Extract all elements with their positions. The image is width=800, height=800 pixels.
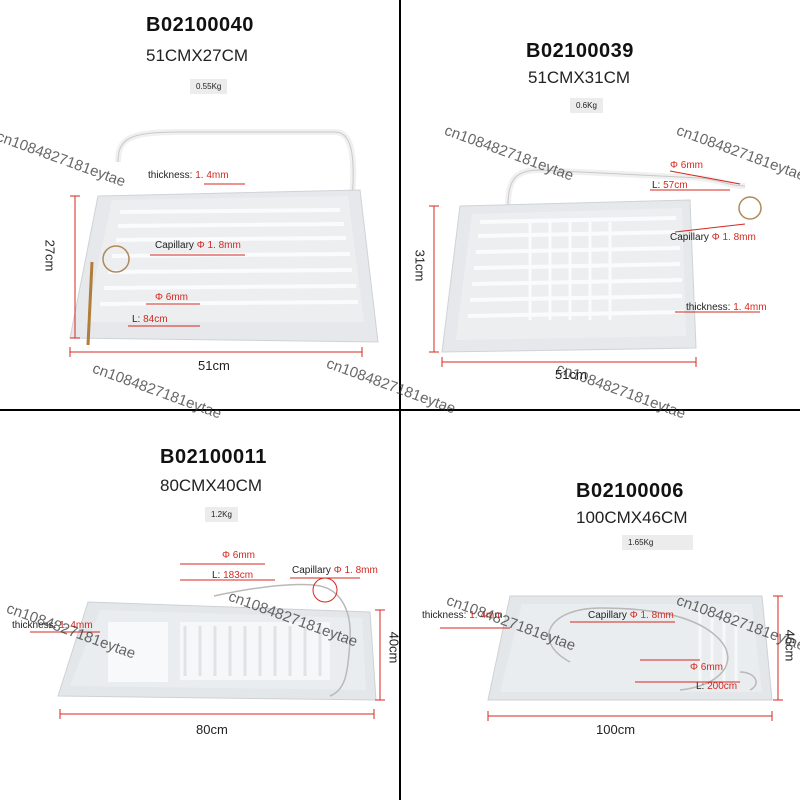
product-size: 100CMX46CM (576, 508, 688, 527)
height-dimension: 40cm (386, 631, 400, 664)
weight-badge: 0.6Kg (570, 98, 603, 113)
evaporator-plate-image-4 (440, 595, 783, 721)
width-dimension: 80cm (196, 722, 228, 737)
width-dimension: 100cm (596, 722, 636, 737)
evaporator-plate-image-3 (30, 563, 385, 719)
thickness-label: thickness: 1. 4mm (12, 620, 93, 631)
product-size: 80CMX40CM (160, 476, 263, 495)
pipe-diameter-label: Φ 6mm (690, 662, 723, 673)
evaporator-plate-image-2 (429, 166, 762, 367)
pipe-diameter-label: Φ 6mm (222, 550, 255, 561)
thickness-label: thickness: 1. 4mm (422, 610, 503, 621)
pipe-diameter-label: Φ 6mm (670, 160, 703, 171)
length-label: L: 183cm (212, 570, 254, 581)
product-size: 51CMX27CM (146, 46, 249, 65)
capillary-label: Capillary Φ 1. 8mm (155, 240, 241, 251)
product-code: B02100040 (146, 14, 254, 36)
length-label: L: 57cm (652, 180, 688, 191)
capillary-label: Capillary Φ 1. 8mm (292, 565, 378, 576)
width-dimension: 51cm (555, 367, 587, 382)
product-panel-2: B02100039 51CMX31CM 0.6Kg Φ 6mm L: 57cm … (400, 0, 800, 400)
horizontal-divider (0, 409, 800, 411)
thickness-label: thickness: 1. 4mm (148, 170, 229, 181)
evaporator-plate-image-1 (69, 129, 379, 357)
height-dimension: 31cm (412, 249, 428, 282)
vertical-divider (399, 0, 401, 800)
height-dimension: 27cm (42, 239, 58, 272)
product-code: B02100011 (160, 446, 267, 468)
weight-badge: 1.2Kg (205, 507, 238, 522)
product-code: B02100039 (526, 40, 634, 62)
length-label: L: 200cm (696, 681, 738, 692)
weight-badge: 0.55Kg (190, 79, 228, 94)
thickness-label: thickness: 1. 4mm (686, 302, 767, 313)
product-panel-4: B02100006 100CMX46CM 1.65Kg thickness: 1… (400, 400, 800, 800)
pipe-diameter-label: Φ 6mm (155, 292, 188, 303)
capillary-label: Capillary Φ 1. 8mm (670, 232, 756, 243)
capillary-label: Capillary Φ 1. 8mm (588, 610, 674, 621)
product-panel-1: B02100040 51CMX27CM 0.55Kg thickness: 1.… (0, 0, 400, 400)
length-label: L: 84cm (132, 314, 168, 325)
product-size: 51CMX31CM (528, 68, 631, 87)
product-code: B02100006 (576, 480, 684, 502)
product-panel-3: B02100011 80CMX40CM 1.2Kg Φ 6mm L: 183cm… (0, 400, 400, 800)
weight-badge: 1.65Kg (622, 535, 694, 550)
width-dimension: 51cm (198, 358, 230, 373)
